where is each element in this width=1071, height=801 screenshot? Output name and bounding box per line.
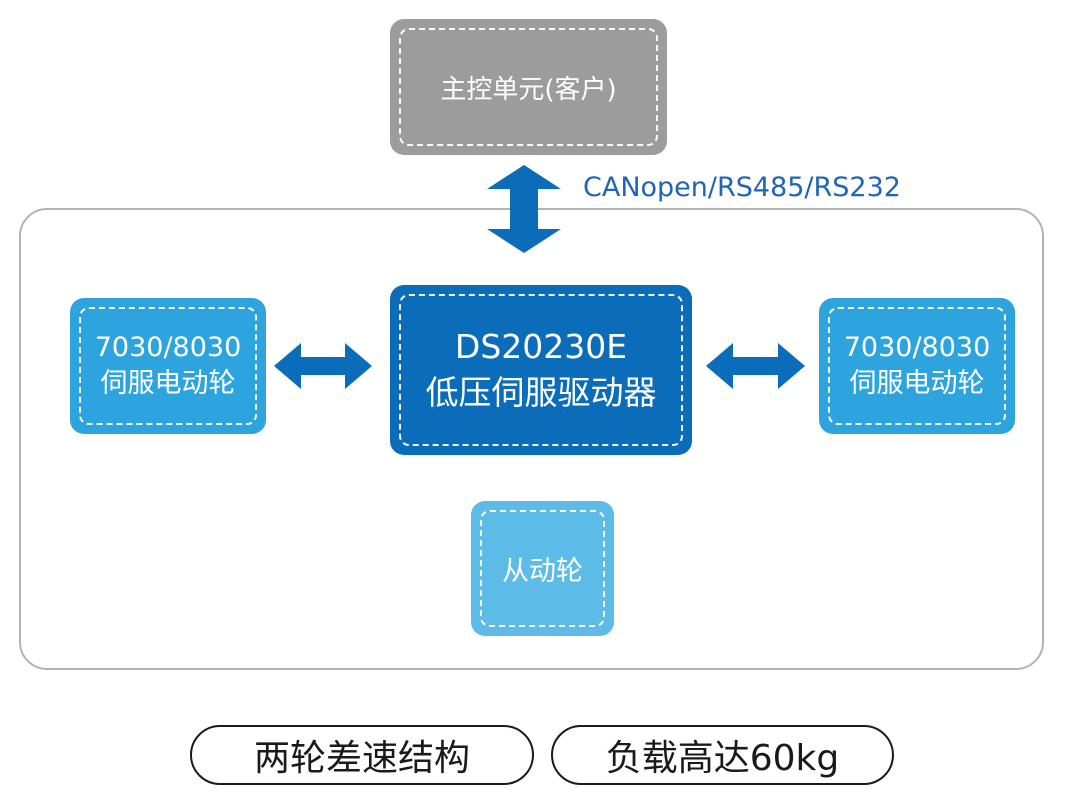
right-hub-motor-node: 7030/8030 伺服电动轮 xyxy=(819,298,1015,434)
caster-wheel-node: 从动轮 xyxy=(471,501,614,636)
master-driver-bidirectional-arrow xyxy=(487,165,561,253)
left-hub-motor-description-label: 伺服电动轮 xyxy=(100,368,236,399)
caster-wheel-label: 从动轮 xyxy=(502,556,583,587)
right-hub-motor-description-label: 伺服电动轮 xyxy=(849,368,985,399)
master-control-unit-node: 主控单元(客户) xyxy=(390,19,667,155)
servo-driver-node: DS20230E 低压伺服驱动器 xyxy=(390,285,692,455)
left-hub-motor-node: 7030/8030 伺服电动轮 xyxy=(70,298,266,434)
master-control-unit-label: 主控单元(客户) xyxy=(440,74,617,105)
driver-right-wheel-bidirectional-arrow xyxy=(706,343,805,389)
left-wheel-driver-bidirectional-arrow xyxy=(274,343,372,389)
driver-description-label: 低压伺服驱动器 xyxy=(425,373,657,412)
communication-protocol-label: CANopen/RS485/RS232 xyxy=(583,172,901,203)
left-hub-motor-model-label: 7030/8030 xyxy=(94,332,242,363)
right-hub-motor-model-label: 7030/8030 xyxy=(843,332,991,363)
driver-model-label: DS20230E xyxy=(454,327,628,366)
feature-tag-differential-drive: 两轮差速结构 xyxy=(190,725,534,785)
feature-tag-payload: 负载高达60kg xyxy=(551,725,894,785)
